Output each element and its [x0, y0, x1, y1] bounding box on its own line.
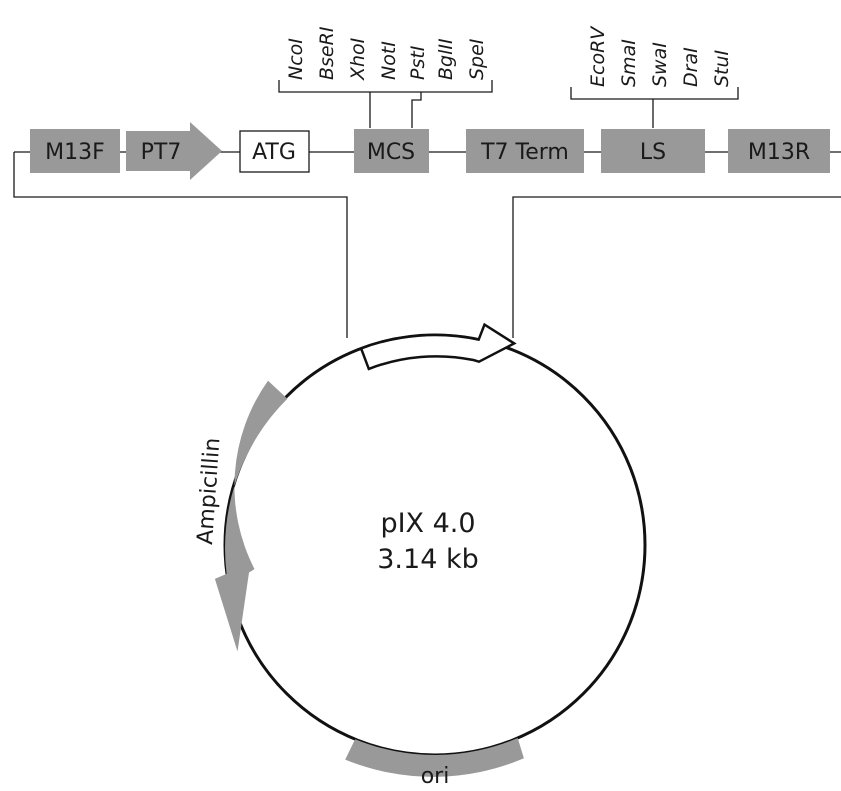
ls-site-bracket — [570, 87, 739, 100]
plasmid-size: 3.14 kb — [377, 544, 478, 575]
ori-segment — [345, 738, 524, 777]
m13r-box — [728, 129, 830, 173]
m13f-label: M13F — [45, 140, 105, 165]
expansion-line-right — [512, 196, 841, 338]
atg-label: ATG — [252, 140, 296, 165]
insert-cassette-arrow — [359, 322, 517, 371]
ori-label: ori — [421, 764, 450, 789]
mcs-box — [354, 129, 429, 173]
ls-box — [601, 129, 705, 173]
expansion-line-left — [13, 152, 348, 338]
ls-site-label: StuI — [711, 49, 733, 87]
ampicillin-label: Ampicillin — [193, 437, 225, 546]
mcs-site-label: SpeI — [466, 38, 488, 80]
pt7-label: PT7 — [141, 140, 182, 165]
ls-label: LS — [640, 140, 666, 165]
mcs-site-label: BseRI — [316, 26, 338, 80]
ls-site-label: DraI — [680, 47, 702, 87]
mcs-site-label: NcoI — [285, 38, 307, 80]
t7-term-label: T7 Term — [480, 140, 569, 165]
ls-site-label: SmaI — [618, 39, 640, 87]
ls-site-label: SwaI — [649, 42, 671, 87]
pt7-promoter-arrow — [126, 122, 222, 180]
mcs-site-label: NotI — [378, 41, 400, 80]
m13r-label: M13R — [748, 140, 810, 165]
atg-box — [239, 130, 310, 173]
ls-site-label: EcoRV — [587, 25, 609, 87]
mcs-label: MCS — [367, 140, 415, 165]
mcs-site-label: XhoI — [347, 37, 369, 81]
t7-term-box — [466, 129, 584, 173]
mcs-site-label: BglII — [435, 38, 457, 80]
ampicillin-arrow — [214, 380, 288, 652]
mcs-bracket-right-connector — [411, 92, 422, 128]
mcs-site-bracket — [278, 80, 493, 93]
m13f-box — [30, 129, 120, 173]
mcs-site-label: PstI — [407, 45, 429, 80]
plasmid-name: pIX 4.0 — [380, 508, 475, 539]
